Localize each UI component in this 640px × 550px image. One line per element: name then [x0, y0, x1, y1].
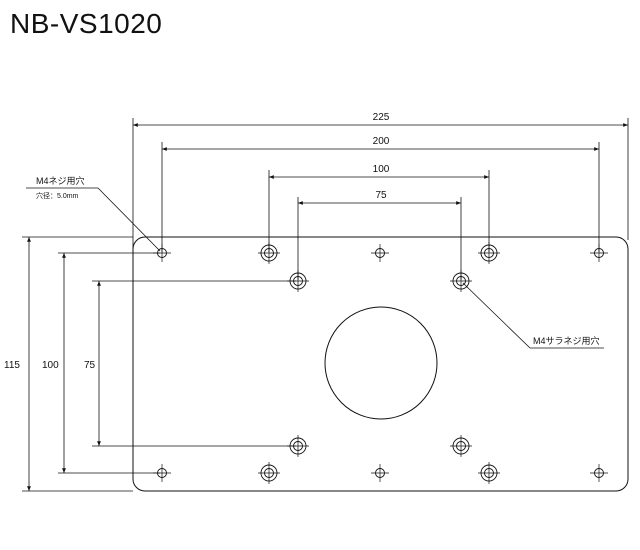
plate-outline: [132, 236, 629, 492]
dim-height-outer: 115: [4, 360, 20, 371]
m4-countersunk-hole: [287, 435, 309, 457]
mounting-holes: [153, 242, 608, 484]
callout-m4-countersunk: M4サラネジ用穴: [462, 282, 604, 349]
m4-screw-hole: [371, 244, 389, 262]
m4-countersunk-hole: [478, 242, 500, 264]
dim-height-mid: 100: [42, 360, 59, 371]
callout-m4-hole: M4ネジ用穴 穴径：5.0mm: [26, 175, 161, 252]
dim-width-mid: 200: [373, 136, 390, 147]
dim-width-inner: 100: [373, 164, 390, 175]
dim-height-inner: 75: [84, 360, 96, 371]
label-m4-hole-diameter: 穴径：5.0mm: [36, 191, 79, 200]
m4-countersunk-hole: [258, 242, 280, 264]
m4-screw-hole: [590, 464, 608, 482]
m4-countersunk-hole: [450, 435, 472, 457]
m4-countersunk-hole: [478, 462, 500, 484]
m4-countersunk-hole: [450, 270, 472, 292]
m4-screw-hole: [590, 244, 608, 262]
label-m4-hole: M4ネジ用穴: [36, 175, 85, 186]
center-opening: [324, 306, 438, 420]
page-title: NB-VS1020: [10, 8, 163, 39]
m4-screw-hole: [153, 464, 171, 482]
dim-width-outer: 225: [373, 112, 390, 123]
extension-lines: [22, 118, 629, 492]
dimension-lines-vertical: [27, 237, 101, 491]
label-m4-countersunk: M4サラネジ用穴: [533, 335, 600, 346]
m4-screw-hole: [371, 464, 389, 482]
m4-countersunk-hole: [287, 270, 309, 292]
dim-width-center: 75: [375, 190, 387, 201]
m4-countersunk-hole: [258, 462, 280, 484]
m4-screw-hole: [153, 244, 171, 262]
dimension-lines-horizontal: [133, 123, 628, 205]
